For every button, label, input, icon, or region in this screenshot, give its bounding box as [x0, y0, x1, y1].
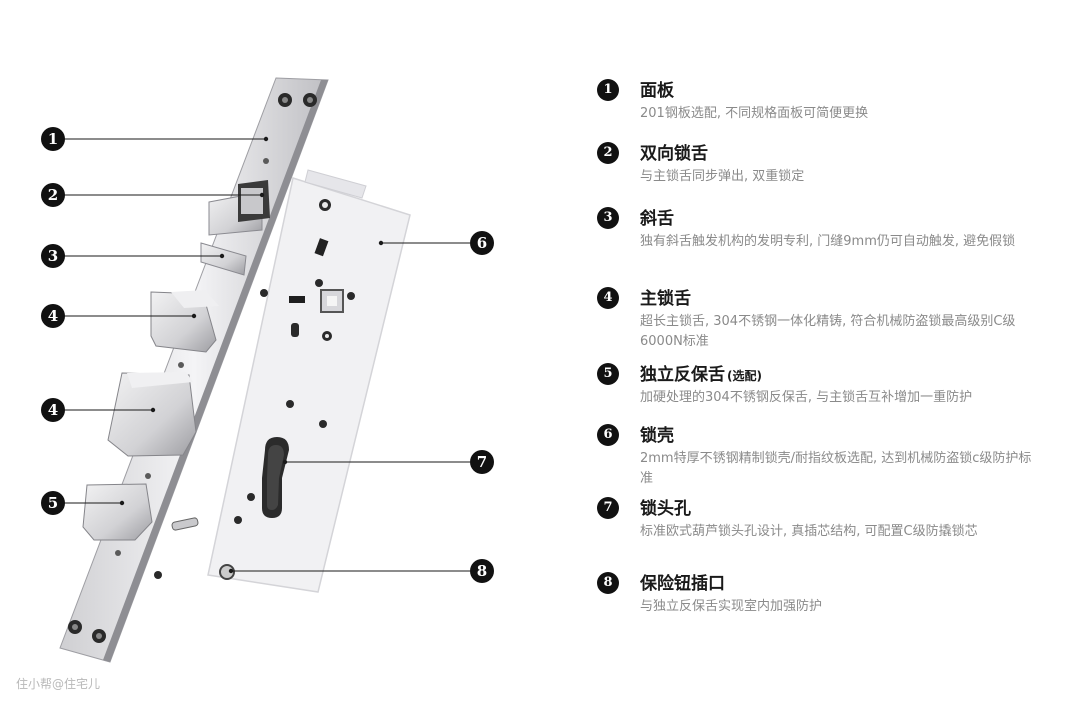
callout-4a: 4 — [41, 304, 65, 328]
callout-4b: 4 — [41, 398, 65, 422]
feature-title-1: 面板 — [640, 81, 674, 101]
callout-2-num: 2 — [48, 186, 58, 204]
callout-6: 6 — [470, 231, 494, 255]
feature-desc-7: 标准欧式葫芦锁头孔设计, 真插芯结构, 可配置C级防撬锁芯 — [640, 524, 978, 539]
feature-badge-5: 5 — [597, 363, 619, 385]
callout-3-num: 3 — [48, 247, 58, 265]
feature-badge-7: 7 — [597, 497, 619, 519]
feature-desc-1: 201钢板选配, 不同规格面板可简便更换 — [640, 106, 869, 121]
feature-badge-3: 3 — [597, 207, 619, 229]
feature-desc-3: 独有斜舌触发机构的发明专利, 门缝9mm仍可自动触发, 避免假锁 — [640, 234, 1016, 249]
feature-badge-6: 6 — [597, 424, 619, 446]
feature-title-4: 主锁舌 — [640, 289, 691, 309]
callout-5: 5 — [41, 491, 65, 515]
feature-desc-2: 与主锁舌同步弹出, 双重锁定 — [640, 169, 805, 184]
feature-title-6: 锁壳 — [640, 426, 674, 446]
main-bolt-lower — [107, 372, 197, 457]
feature-title-8: 保险钮插口 — [640, 574, 725, 594]
feature-desc-6: 2mm特厚不锈钢精制锁壳/耐指纹板选配, 达到机械防盗锁c级防护标准 — [640, 451, 1032, 486]
callout-1-num: 1 — [48, 130, 58, 148]
feature-title-5-suffix: (选配) — [727, 369, 762, 383]
callout-8: 8 — [470, 559, 494, 583]
feature-badge-1: 1 — [597, 79, 619, 101]
feature-desc-5: 加硬处理的304不锈钢反保舌, 与主锁舌互补增加一重防护 — [640, 390, 973, 405]
callout-7: 7 — [470, 450, 494, 474]
lock-case — [154, 169, 411, 593]
feature-badge-8: 8 — [597, 572, 619, 594]
callout-7-num: 7 — [477, 453, 487, 471]
main-bolt-upper — [150, 290, 219, 353]
anti-pick-bolt — [82, 483, 153, 541]
feature-title-7: 锁头孔 — [640, 499, 691, 519]
feature-desc-8: 与独立反保舌实现室内加强防护 — [640, 599, 823, 614]
feature-badge-2: 2 — [597, 142, 619, 164]
callout-2: 2 — [41, 183, 65, 207]
callout-5-num: 5 — [48, 494, 58, 512]
callout-6-num: 6 — [477, 234, 487, 252]
feature-badge-4: 4 — [597, 287, 619, 309]
lock-diagram: 1 2 3 4 4 5 6 7 8 — [41, 77, 494, 663]
callout-4a-num: 4 — [48, 307, 58, 325]
feature-desc-4: 超长主锁舌, 304不锈钢一体化精铸, 符合机械防盗锁最高级别C级6000N标准 — [640, 314, 1016, 349]
feature-title-2: 双向锁舌 — [640, 144, 708, 164]
deadbolt-top — [208, 180, 270, 236]
callout-4b-num: 4 — [48, 401, 58, 419]
feature-title-5: 独立反保舌(选配) — [640, 365, 762, 385]
feature-title-3: 斜舌 — [640, 209, 674, 229]
leader-lines — [64, 138, 470, 572]
callout-8-num: 8 — [477, 562, 487, 580]
callout-3: 3 — [41, 244, 65, 268]
callout-1: 1 — [41, 127, 65, 151]
watermark: 住小帮@住宅儿 — [16, 677, 101, 691]
